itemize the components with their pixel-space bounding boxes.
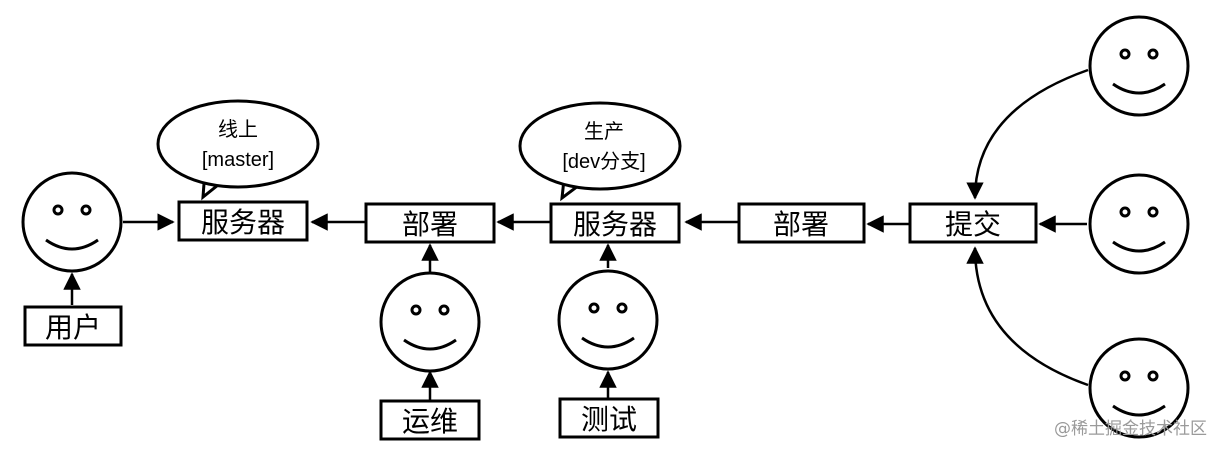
box-commit: 提交 <box>908 202 1038 244</box>
smiley-face-icon <box>379 271 481 373</box>
box-test: 测试 <box>558 397 660 439</box>
box-deploy-prod-label: 部署 <box>402 208 458 241</box>
box-deploy-dev-label: 部署 <box>773 208 829 241</box>
arrows <box>63 68 1089 400</box>
watermark: @稀土掘金技术社区 <box>1054 419 1207 439</box>
arrow-face-top-to-commit <box>966 68 1089 200</box>
bubble-dev-line2: [dev分支] <box>562 150 645 173</box>
smiley-face-icon <box>1088 15 1190 117</box>
arrow-face-bottom-to-commit <box>966 246 1089 387</box>
box-ops: 运维 <box>379 399 481 441</box>
smiley-face-icon <box>1088 337 1190 439</box>
box-ops-label: 运维 <box>402 405 458 438</box>
box-server-prod-label: 服务器 <box>201 206 285 239</box>
bubble-prod-line1: 线上 <box>218 118 258 141</box>
bubble-prod-line2: [master] <box>202 149 274 171</box>
box-user: 用户 <box>23 305 123 347</box>
bubble-dev-line1: 生产 <box>584 120 624 143</box>
box-commit-label: 提交 <box>945 208 1001 241</box>
smiley-face-icon <box>1088 173 1190 275</box>
bubble-prod: 线上 [master] <box>156 99 320 201</box>
box-deploy-dev: 部署 <box>737 202 866 244</box>
box-server-dev-label: 服务器 <box>573 208 657 241</box>
smiley-face-icon <box>557 269 659 371</box>
bubble-dev: 生产 [dev分支] <box>518 101 682 202</box>
box-test-label: 测试 <box>581 403 637 436</box>
smiley-face-icon <box>21 171 123 273</box>
box-server-dev: 服务器 <box>549 202 681 244</box>
box-deploy-prod: 部署 <box>364 202 496 244</box>
box-server-prod: 服务器 <box>177 200 309 242</box>
box-user-label: 用户 <box>45 311 101 344</box>
